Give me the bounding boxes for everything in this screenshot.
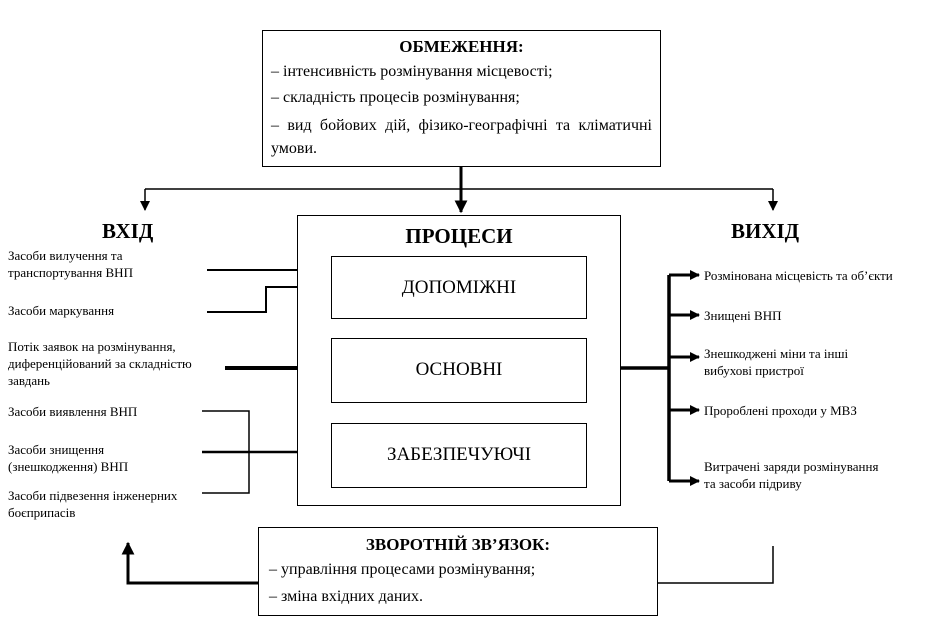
feedback-title: ЗВОРОТНІЙ ЗВ’ЯЗОК:: [365, 535, 551, 554]
output-title: ВИХІД: [731, 219, 800, 243]
input-item: Засоби підвезення інженерних боєприпасів: [8, 488, 178, 520]
process-support-label: ЗАБЕЗПЕЧУЮЧІ: [386, 444, 532, 465]
input-item: Засоби виявлення ВНП: [8, 404, 138, 419]
feedback-left-arrow: [121, 541, 258, 585]
constraints-box: ОБМЕЖЕННЯ: – інтенсивність розмінування …: [262, 30, 661, 167]
output-item: Знищені ВНП: [704, 308, 782, 323]
constraint-item: – вид бойових дій, фізико-географічні та…: [271, 117, 652, 157]
output-item: Знешкоджені міни та інші вибухові пристр…: [704, 346, 849, 378]
feedback-box: ЗВОРОТНІЙ ЗВ’ЯЗОК: – управління процесам…: [258, 527, 658, 616]
input-item: Засоби вилучення та транспортування ВНП: [8, 248, 133, 280]
output-item: Розмінована місцевість та об’єкти: [704, 268, 893, 283]
process-auxiliary: ДОПОМІЖНІ: [331, 256, 587, 319]
input-item: Засоби знищення (знешкодження) ВНП: [8, 442, 129, 474]
feedback-right-line: [658, 546, 774, 584]
process-auxiliary-label: ДОПОМІЖНІ: [401, 277, 517, 298]
input-item: Потік заявок на розмінування, диференцій…: [8, 339, 192, 388]
constraint-item: – інтенсивність розмінування місцевості;: [271, 63, 553, 80]
process-support: ЗАБЕЗПЕЧУЮЧІ: [331, 423, 587, 488]
feedback-item: – управління процесами розмінування;: [269, 561, 536, 578]
output-item: Витрачені заряди розмінування та засоби …: [704, 459, 879, 491]
constraint-item: – складність процесів розмінування;: [271, 89, 520, 106]
processes-title: ПРОЦЕСИ: [405, 224, 513, 248]
output-item: Пророблені проходи у МВЗ: [704, 403, 857, 418]
process-main-label: ОСНОВНІ: [415, 359, 503, 380]
input-title: ВХІД: [102, 219, 154, 243]
feedback-item: – зміна вхідних даних.: [269, 588, 423, 605]
process-main: ОСНОВНІ: [331, 338, 587, 403]
constraints-title: ОБМЕЖЕННЯ:: [399, 37, 524, 56]
input-item: Засоби маркування: [8, 303, 115, 318]
